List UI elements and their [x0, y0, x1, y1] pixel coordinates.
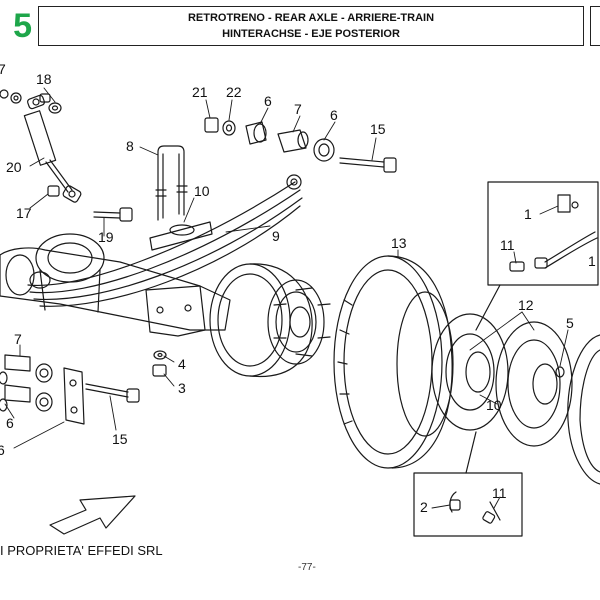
callout-21: 21 [192, 84, 208, 100]
title-line-2: HINTERACHSE - EJE POSTERIOR [222, 28, 400, 40]
washers-top-left [0, 89, 22, 104]
callout-6-left-a: 6 [6, 415, 14, 431]
brake-drum-hub [209, 263, 331, 378]
bolt-15-top [339, 157, 397, 173]
callout-8: 8 [126, 138, 134, 154]
callout-7-partial: 7 [0, 61, 6, 77]
section-number: 5 [13, 7, 32, 45]
callout-18: 18 [36, 71, 52, 87]
callout-11-top: 11 [500, 237, 515, 253]
callout-22: 22 [226, 84, 242, 100]
callout-10-top: 10 [194, 183, 210, 199]
callout-15-top: 15 [370, 121, 386, 137]
callout-2: 2 [420, 499, 428, 515]
spring-plate [149, 221, 213, 251]
callout-19: 19 [98, 229, 114, 245]
callout-6-left-b: 6 [0, 442, 5, 458]
callout-1-partial: 1 [588, 253, 596, 269]
copyright-notice: I PROPRIETA' EFFEDI SRL [0, 543, 163, 558]
callout-11-bottom: 11 [492, 485, 507, 501]
leaf-spring [27, 174, 303, 307]
nut-washer-4-3 [152, 350, 167, 377]
tire-right [567, 334, 600, 485]
callout-labels: 7 18 20 17 19 8 10 9 21 22 6 7 6 15 4 3 … [0, 61, 596, 515]
callout-9: 9 [272, 228, 280, 244]
callout-5: 5 [566, 315, 574, 331]
callout-6-top-b: 6 [330, 107, 338, 123]
callout-13: 13 [391, 235, 407, 251]
spring-bracket [145, 285, 206, 337]
callout-7-left: 7 [14, 331, 22, 347]
bolt-19 [93, 207, 133, 222]
callout-15-bottom: 15 [112, 431, 128, 447]
callout-1: 1 [524, 206, 532, 222]
bolt-15-bottom [85, 383, 140, 403]
tire-13 [333, 255, 454, 469]
axle-housing [0, 233, 231, 331]
callout-17: 17 [16, 205, 32, 221]
inset-brake-hose [475, 181, 599, 331]
callout-12: 12 [518, 297, 534, 313]
shock-absorber [23, 94, 82, 203]
callout-10-bottom: 10 [486, 397, 502, 413]
callout-6-top-a: 6 [264, 93, 272, 109]
direction-arrow [49, 495, 136, 535]
bushings-top [204, 117, 335, 162]
bushings-18 [39, 93, 62, 114]
callout-4: 4 [178, 356, 186, 372]
shackle-parts-left [0, 354, 85, 425]
callout-20: 20 [6, 159, 22, 175]
title-line-1: RETROTRENO - REAR AXLE - ARRIERE-TRAIN [187, 12, 435, 24]
callout-3: 3 [178, 380, 186, 396]
wheel-rims-12 [431, 313, 573, 447]
u-bolt [155, 145, 188, 221]
side-box [590, 6, 600, 46]
callout-7-top: 7 [294, 101, 302, 117]
title-box: RETROTRENO - REAR AXLE - ARRIERE-TRAIN H… [38, 6, 584, 46]
nut-17 [47, 185, 60, 197]
leader-lines [4, 87, 569, 509]
page-number-footer: -77- [298, 562, 316, 573]
